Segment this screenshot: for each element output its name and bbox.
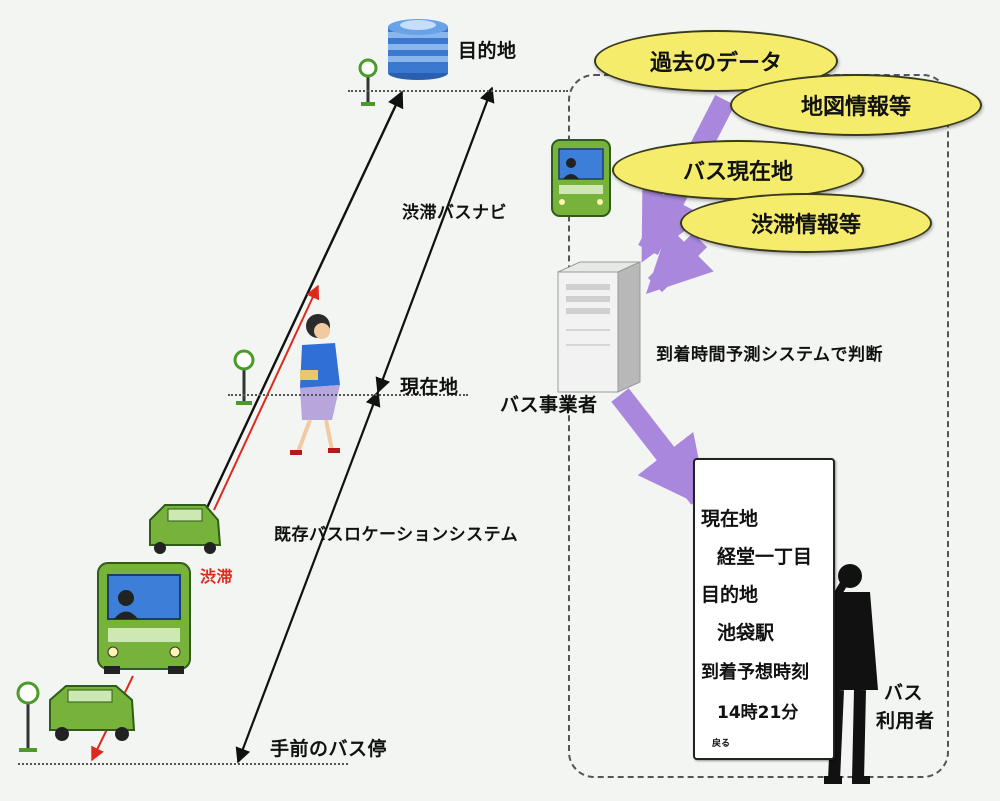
label-navi: 渋滞バスナビ (402, 203, 507, 223)
walking-woman-icon (290, 314, 340, 455)
phone-dest-value: 池袋駅 (717, 622, 775, 644)
bus-stop-sign-icon (16, 681, 40, 752)
destination-building-icon (388, 19, 448, 80)
label-predict: 到着時間予測システムで判断 (656, 345, 883, 365)
phone-eta-value: 14時21分 (717, 703, 799, 723)
businessman-icon (824, 564, 878, 784)
label-operator: バス事業者 (500, 394, 598, 416)
bus-stop-sign-icon (233, 349, 255, 405)
arrow-existing-system (235, 390, 381, 764)
purple-arrow-traffic-to-server (645, 226, 714, 295)
label-user-line1: バス (884, 682, 924, 704)
label-destination: 目的地 (458, 40, 517, 62)
bus-front-icon (97, 562, 191, 674)
server-icon (557, 261, 641, 393)
arrow-navi (375, 86, 495, 394)
ellipse-bus-location-text: バス現在地 (682, 160, 793, 185)
ellipse-traffic-info-text: 渋滞情報等 (750, 213, 861, 238)
label-existing-system: 既存バスロケーションシステム (274, 525, 519, 545)
ellipse-past-data-text: 過去のデータ (649, 51, 782, 76)
phone-eta-label: 到着予想時刻 (701, 662, 809, 683)
jam-arrow-upper (213, 284, 320, 511)
bus-front-small-icon (551, 139, 611, 217)
purple-arrow-server-to-phone (611, 388, 709, 510)
phone-current-label: 現在地 (701, 508, 759, 530)
level-line-current (228, 394, 468, 396)
label-current: 現在地 (400, 376, 459, 398)
level-line-destination (348, 90, 568, 92)
level-line-prev-stop (18, 763, 348, 765)
phone-dest-label: 目的地 (701, 584, 759, 606)
mobile-phone-screen: 現在地 経堂一丁目 目的地 池袋駅 到着予想時刻 14時21分 戻る (693, 458, 835, 760)
label-user-line2: 利用者 (876, 710, 935, 732)
ellipse-map-info-text: 地図情報等 (800, 95, 911, 120)
ellipse-map-info: 地図情報等 (730, 74, 982, 136)
car-icon (149, 504, 222, 554)
phone-back-label[interactable]: 戻る (712, 739, 731, 749)
car-icon (49, 685, 136, 741)
ellipse-traffic-info: 渋滞情報等 (680, 193, 932, 253)
phone-current-value: 経堂一丁目 (717, 546, 813, 568)
bus-stop-sign-icon (358, 58, 378, 106)
label-jam: 渋滞 (200, 567, 234, 586)
ellipse-bus-location: バス現在地 (612, 140, 864, 200)
arrow-bus-to-destination (203, 90, 404, 513)
label-prev-stop: 手前のバス停 (270, 738, 388, 760)
